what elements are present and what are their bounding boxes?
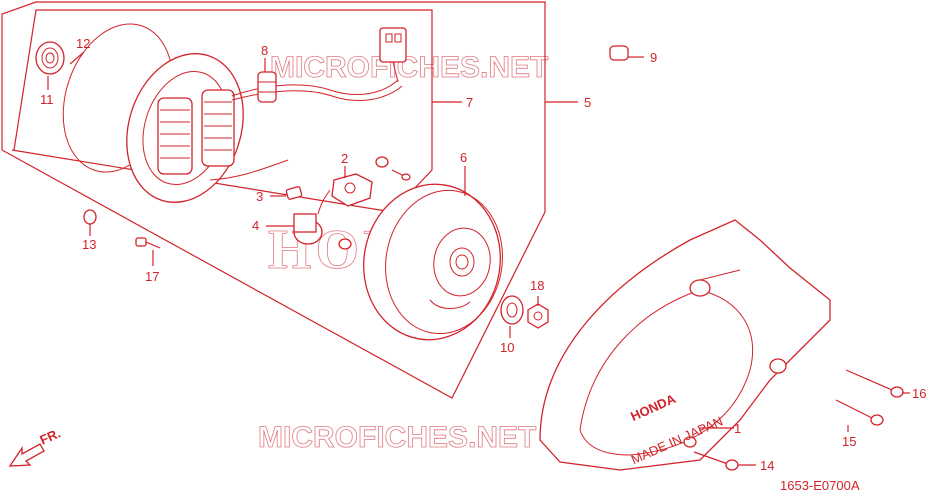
callout-4: 4 bbox=[252, 218, 259, 233]
watermark-bottom: MICROFICHES.NET bbox=[258, 421, 536, 454]
pulse-generator-part-2 bbox=[331, 173, 373, 207]
left-cover-part-1: HONDA MADE IN JAPAN bbox=[539, 219, 831, 471]
assembly-boundary-inner bbox=[11, 9, 433, 213]
callout-5: 5 bbox=[584, 95, 591, 110]
assembly-boundary-outer bbox=[1, 1, 546, 399]
callout-1: 1 bbox=[734, 421, 741, 436]
callout-2: 2 bbox=[341, 151, 348, 166]
callout-13: 13 bbox=[82, 237, 96, 252]
bolt-part-14 bbox=[693, 451, 739, 471]
callout-18: 18 bbox=[530, 278, 544, 293]
bolt-part-16 bbox=[845, 369, 904, 398]
callout-3: 3 bbox=[256, 189, 263, 204]
callout-15: 15 bbox=[842, 434, 856, 449]
callout-14: 14 bbox=[760, 458, 774, 473]
callout-6: 6 bbox=[460, 150, 467, 165]
callout-10: 10 bbox=[500, 340, 514, 355]
stator-part-7 bbox=[126, 53, 403, 203]
callout-7: 7 bbox=[466, 95, 473, 110]
flywheel-part-6 bbox=[363, 183, 503, 341]
wire-connector bbox=[379, 27, 407, 83]
condenser-part-4 bbox=[293, 189, 352, 250]
callout-8: 8 bbox=[261, 43, 268, 58]
bolt-part-15 bbox=[835, 399, 884, 426]
front-arrow-label: FR. bbox=[37, 425, 62, 447]
oil-seal-part-11 bbox=[35, 41, 65, 75]
washer-part-13 bbox=[83, 209, 97, 225]
callout-9: 9 bbox=[650, 50, 657, 65]
nut-part-18 bbox=[527, 303, 549, 329]
callout-16: 16 bbox=[912, 386, 926, 401]
grommet-part-8 bbox=[257, 71, 277, 103]
callout-11: 11 bbox=[40, 92, 54, 107]
watermark-top: MICROFICHES.NET bbox=[270, 51, 548, 84]
clip-part-3 bbox=[285, 186, 303, 200]
front-arrow-icon: FR. bbox=[8, 425, 63, 467]
figure-suffix: A bbox=[851, 478, 860, 493]
leader-lines bbox=[47, 51, 910, 466]
figure-code: 1653-E0700 bbox=[780, 478, 851, 493]
plug-part-9 bbox=[609, 45, 629, 61]
washer-part-10 bbox=[500, 295, 524, 325]
callout-12: 12 bbox=[76, 36, 90, 51]
callout-17: 17 bbox=[145, 269, 159, 284]
bolt-part-17 bbox=[135, 237, 161, 249]
screw-near-part-2 bbox=[375, 156, 411, 181]
